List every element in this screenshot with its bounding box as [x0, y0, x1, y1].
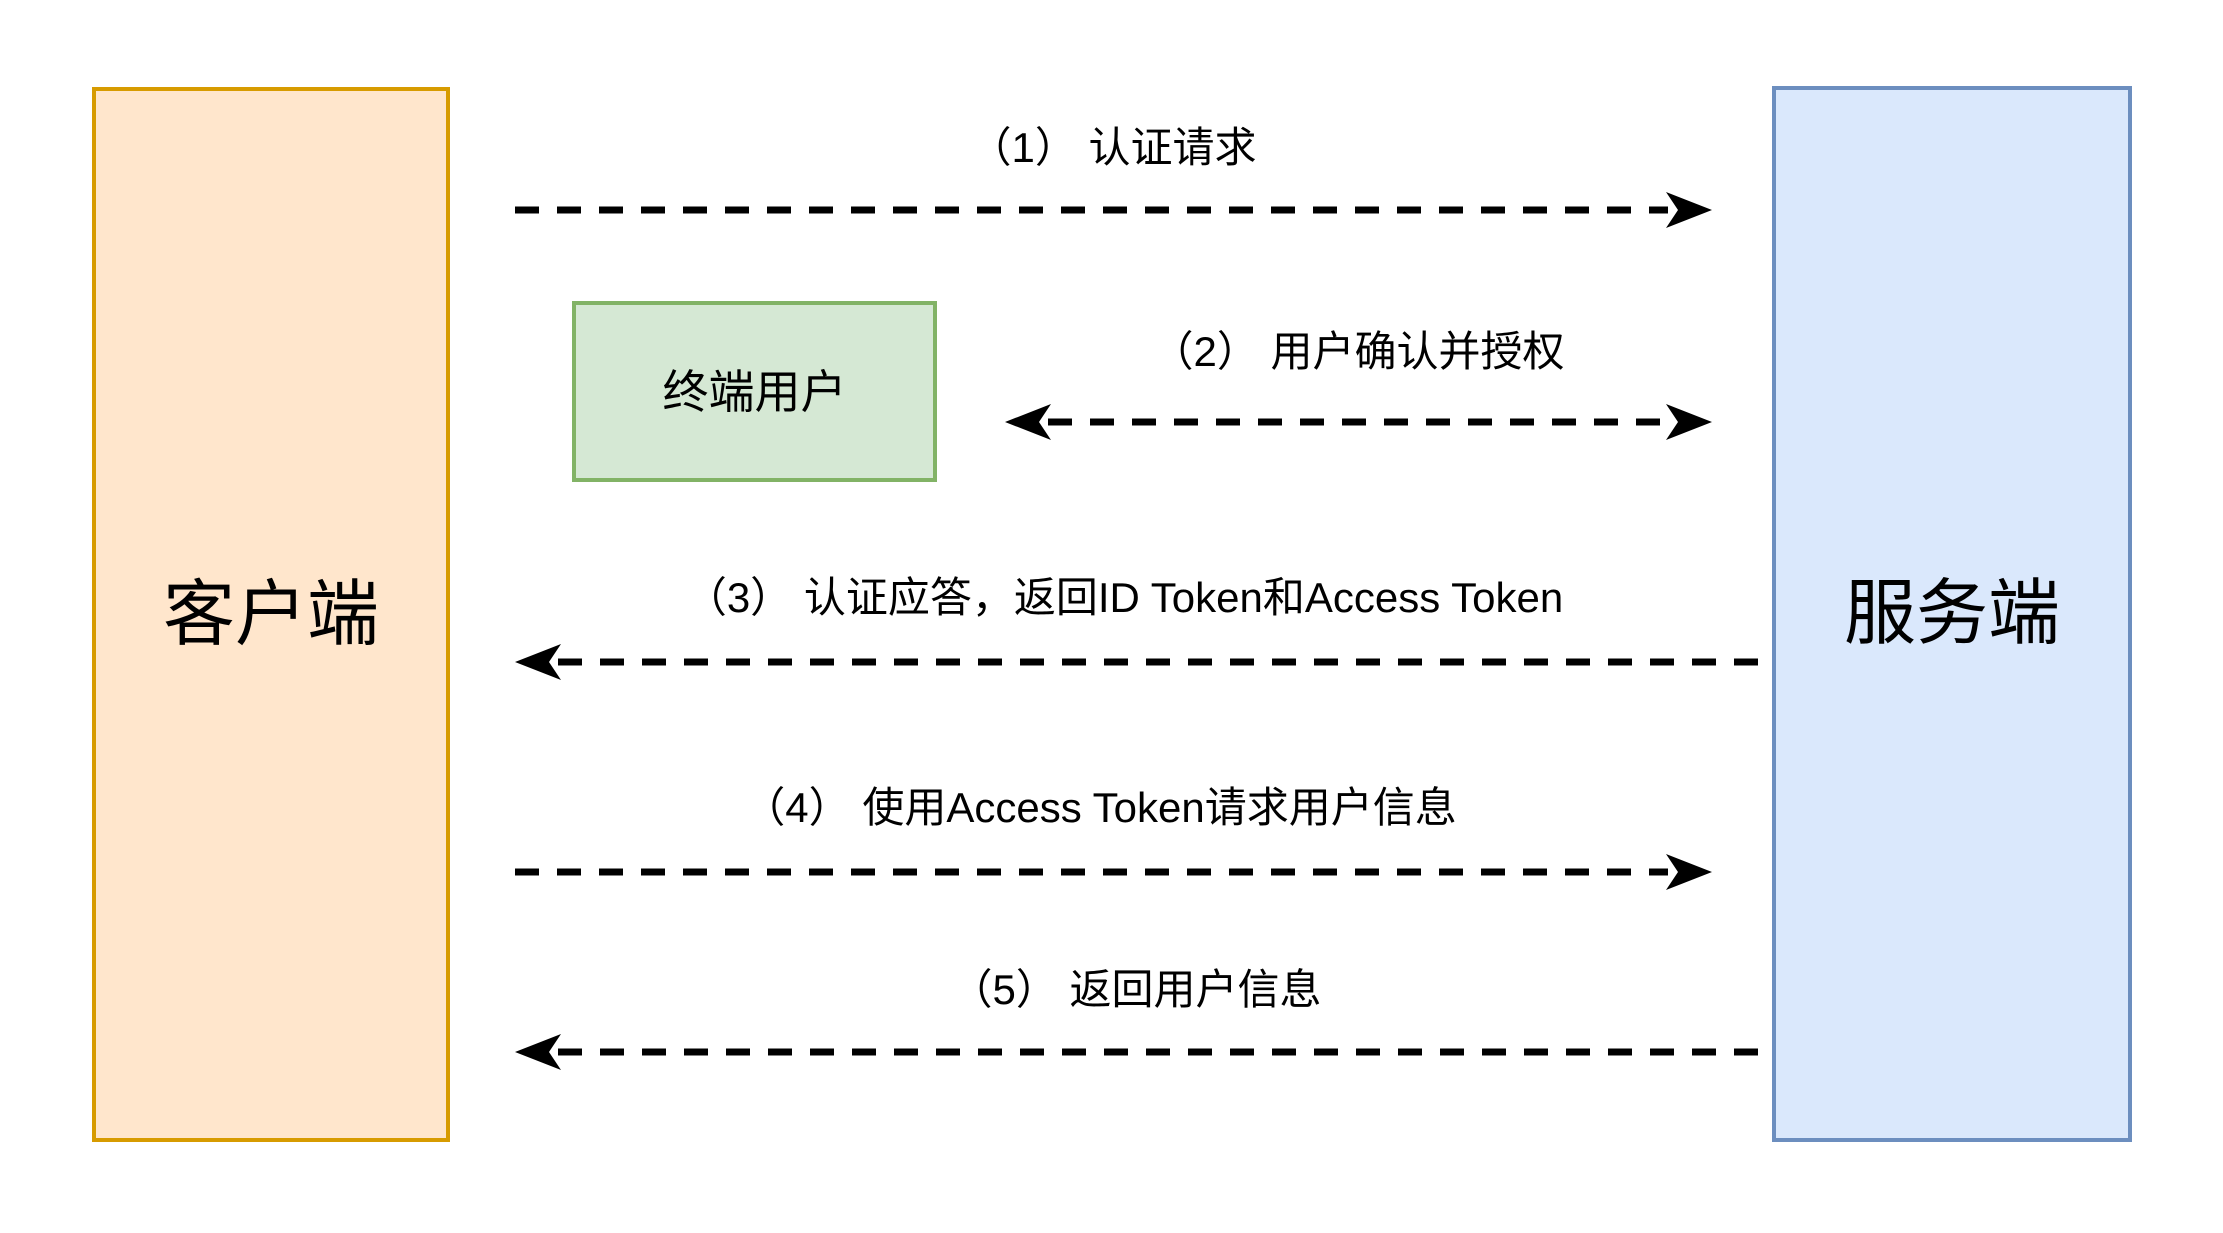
message-5-arrow-left: [515, 1034, 1766, 1070]
server-actor-box: 服务端: [1772, 86, 2132, 1142]
message-1-arrow-right: [515, 192, 1712, 228]
message-4-arrow-right: [515, 854, 1712, 890]
end-user-actor-label: 终端用户: [662, 365, 847, 418]
server-actor-label: 服务端: [1843, 574, 2060, 654]
arrowhead-right-icon: [1666, 404, 1712, 440]
message-3-arrow-left: [515, 644, 1766, 680]
arrowhead-left-icon: [515, 1034, 561, 1070]
message-4-label: （4） 使用Access Token请求用户信息: [743, 783, 1457, 831]
arrowhead-right-icon: [1666, 854, 1712, 890]
message-1-label: （1） 认证请求: [969, 123, 1257, 171]
end-user-actor-box: 终端用户: [572, 301, 937, 482]
client-actor-label: 客户端: [162, 574, 379, 655]
message-2-label: （2） 用户确认并授权: [1151, 327, 1565, 375]
message-2-arrow-both: [1005, 404, 1712, 440]
message-5-label: （5） 返回用户信息: [950, 965, 1322, 1013]
message-3-label: （3） 认证应答，返回ID Token和Access Token: [684, 573, 1564, 621]
arrowhead-left-icon: [515, 644, 561, 680]
client-actor-box: 客户端: [92, 87, 450, 1142]
arrowhead-left-icon: [1005, 404, 1051, 440]
arrowhead-right-icon: [1666, 192, 1712, 228]
